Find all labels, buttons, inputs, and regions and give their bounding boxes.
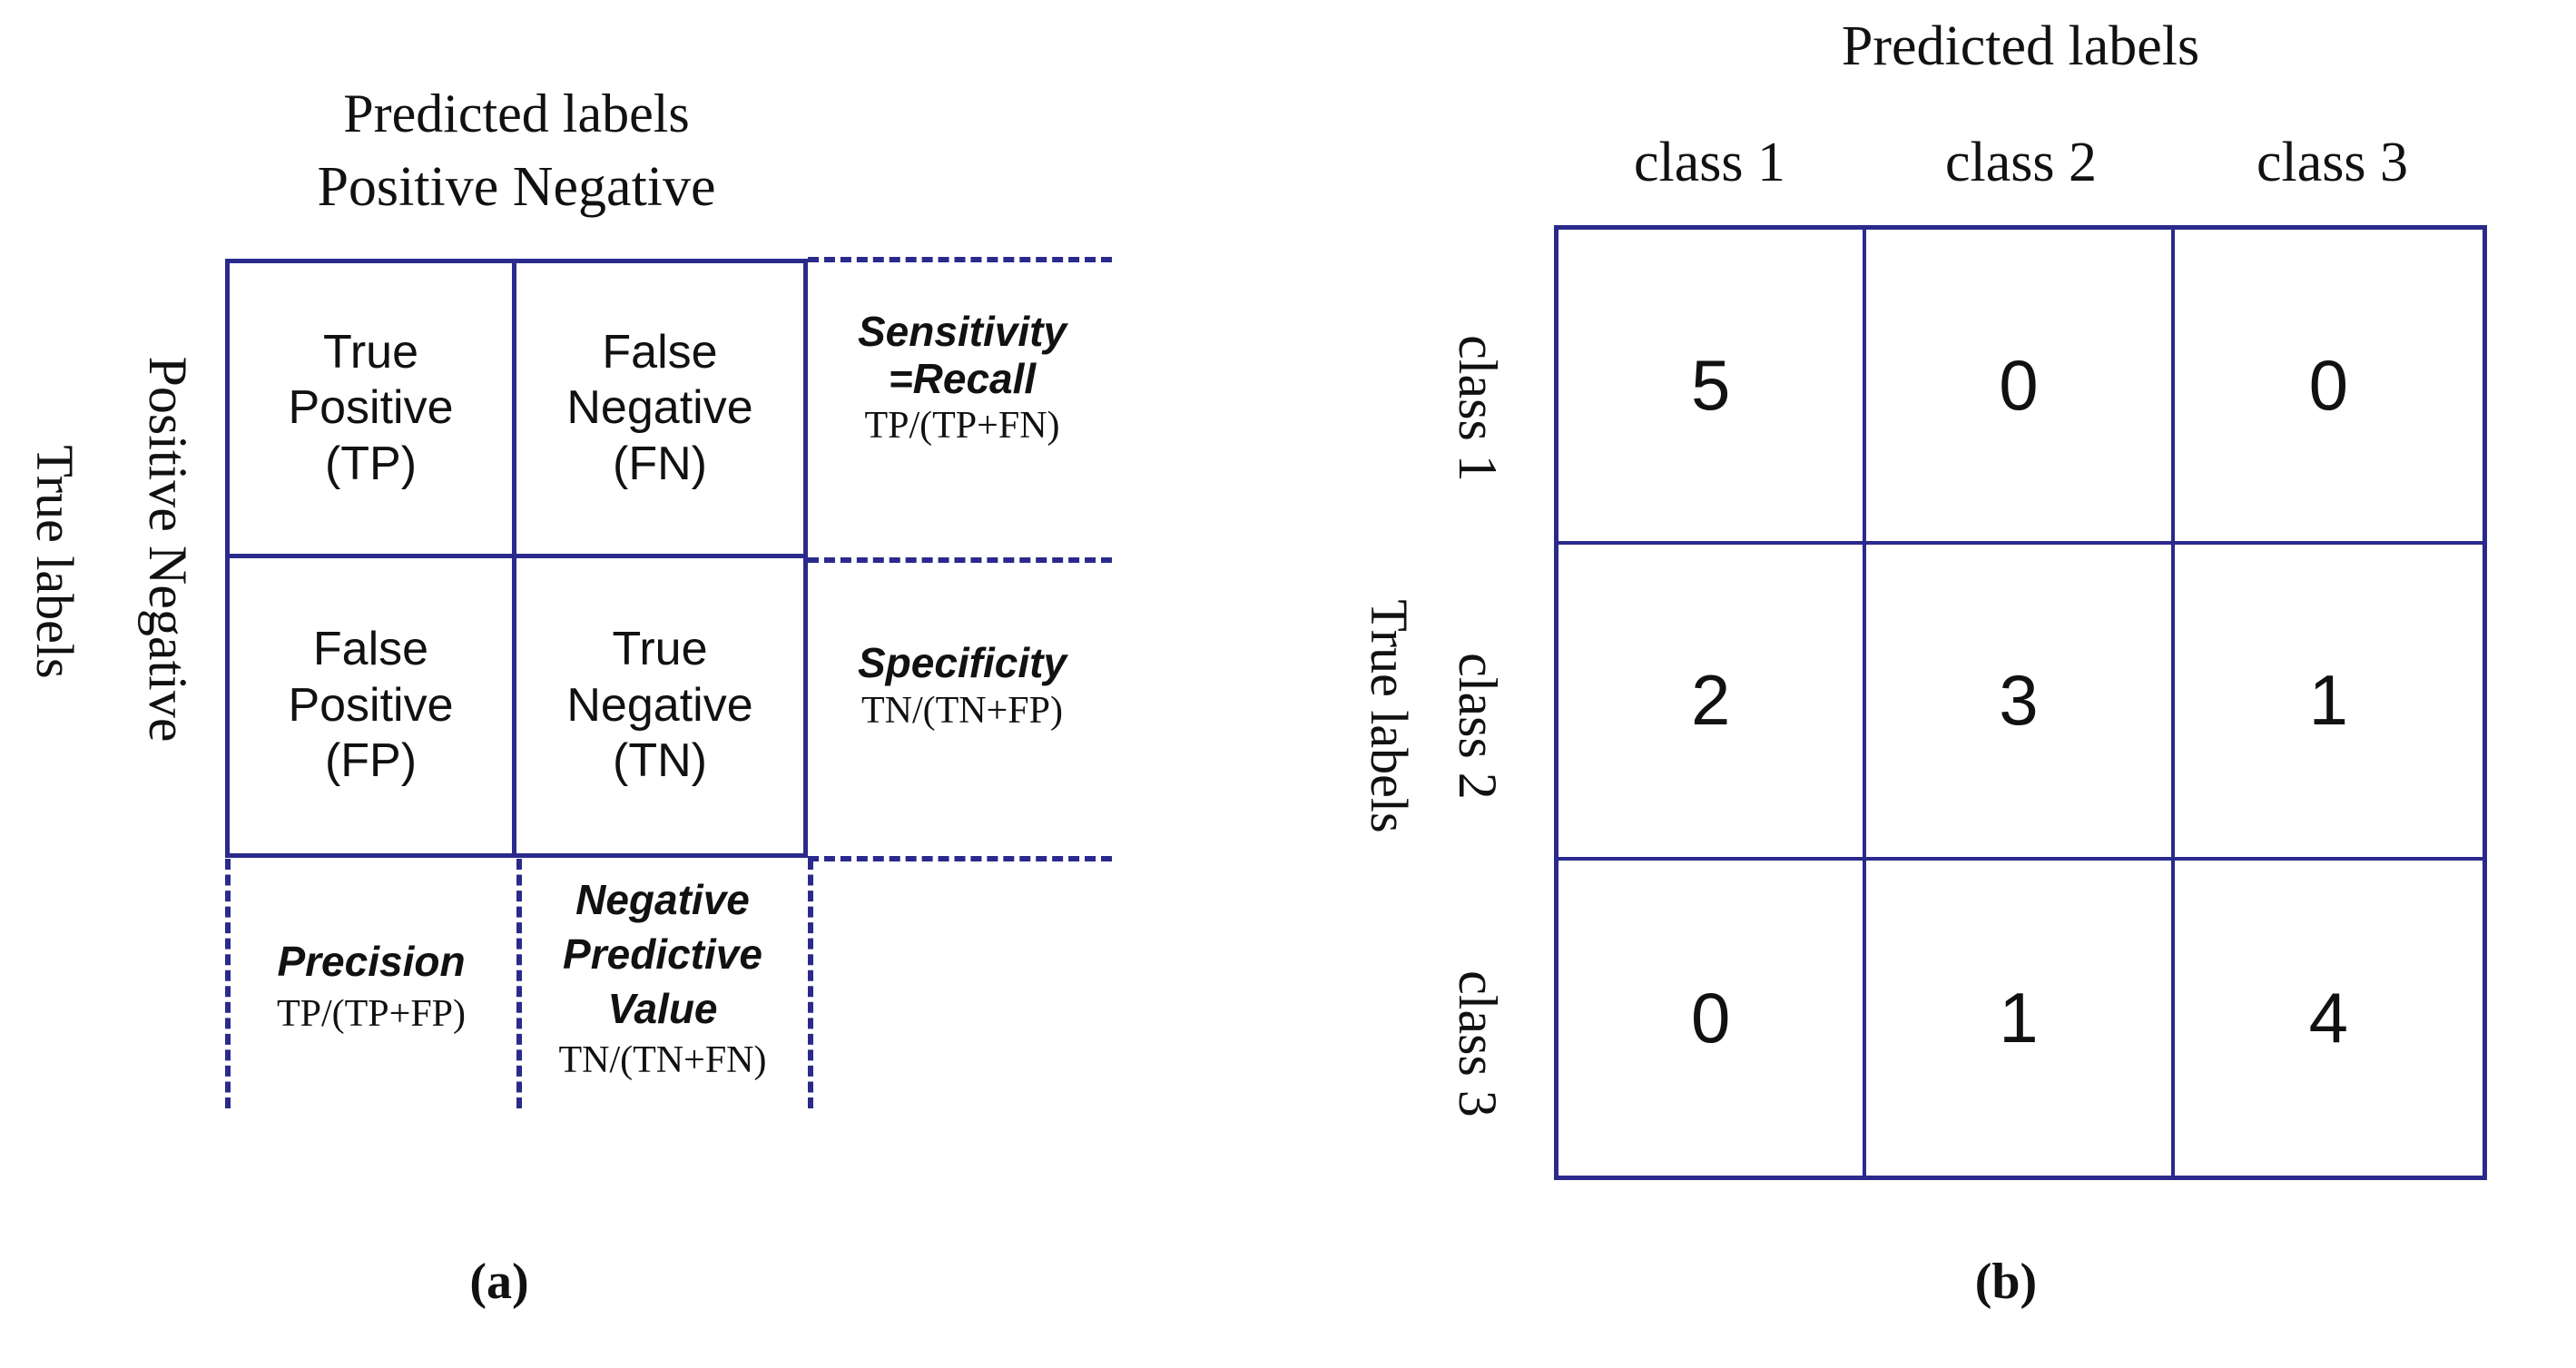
cell-line-2: Negative (566, 678, 753, 732)
panel-a-true-axis-title: True labels (25, 445, 84, 679)
cell-line-1: False (312, 623, 429, 676)
cell-line-1: True (612, 623, 708, 676)
panel-a-true-row-labels: Positive Negative (138, 356, 198, 743)
metric-name-line-2: =Recall (888, 354, 1037, 402)
panel-a-metric-sensitivity: Sensitivity =Recall TP/(TP+FN) (812, 308, 1112, 448)
panel-a-cell-fp: False Positive (FP) (230, 558, 516, 853)
panel-b-cell-r1c2: 0 (1866, 230, 2175, 546)
panel-b-column-label-class-2: class 2 (1944, 132, 2098, 193)
cell-line-3: (FP) (324, 734, 418, 788)
cell-line-3: (TN) (613, 734, 707, 788)
metric-name-line-1: Precision (277, 938, 466, 985)
metric-name-line-1: Sensitivity (857, 308, 1067, 355)
cell-line-3: (FN) (613, 437, 707, 490)
metric-name-line-3: Value (607, 984, 718, 1032)
panel-b-cell-r1c3: 0 (2174, 230, 2483, 546)
metric-formula: TP/(TP+FP) (276, 992, 467, 1035)
panel-b-row-label-class-2: class 2 (1448, 653, 1508, 800)
panel-a-cell-tp: True Positive (TP) (230, 263, 516, 558)
metric-name-line-1: Negative (575, 876, 750, 923)
panel-a-metric-negative-predictive-value: Negative Predictive Value TN/(TN+FN) (518, 873, 807, 1086)
panel-b-cell-r3c3: 4 (2308, 977, 2349, 1058)
metric-name-line-1: Specificity (857, 639, 1067, 686)
panel-a-dashed-line-left-bottom (225, 859, 231, 1108)
cell-line-2: Positive (288, 381, 454, 435)
panel-b-column-label-class-1: class 1 (1633, 132, 1786, 193)
cell-line-1: True (323, 325, 418, 379)
metric-formula: TN/(TN+FP) (860, 689, 1064, 732)
cell-line-1: False (602, 325, 718, 379)
panel-b-row-label-class-3: class 3 (1448, 970, 1508, 1117)
panel-a-dashed-line-top-right (808, 257, 1112, 262)
panel-b-row-label-class-1: class 1 (1448, 335, 1508, 482)
metric-formula: TP/(TP+FN) (864, 405, 1060, 448)
panel-b-confusion-matrix: 5 0 0 2 3 1 0 1 4 (1554, 225, 2487, 1180)
panel-a-cell-tn: True Negative (TN) (516, 558, 803, 853)
metric-name-line-2: Predictive (563, 930, 762, 978)
panel-a-predicted-column-labels: Positive Negative (317, 156, 716, 218)
cell-line-2: Positive (288, 678, 454, 732)
cell-line-2: Negative (566, 381, 753, 435)
panel-b-cell-r3c2: 1 (1866, 860, 2175, 1176)
panel-a-confusion-matrix: True Positive (TP) False Negative (FN) F… (225, 259, 808, 858)
panel-b-predicted-axis-title: Predicted labels (1841, 15, 2200, 77)
panel-a-cell-fn: False Negative (FN) (516, 263, 803, 558)
panel-b-cell-r2c2: 3 (1866, 545, 2175, 861)
panel-b-cell-r2c1: 2 (1558, 545, 1867, 861)
panel-a-dashed-line-mid-right (808, 557, 1112, 563)
panel-a-dashed-line-bottom-right (808, 856, 1112, 861)
panel-b-true-axis-title: True labels (1360, 599, 1419, 833)
panel-b-cell-r3c1: 0 (1558, 860, 1867, 1176)
panel-b-caption: (b) (1974, 1254, 2038, 1310)
panel-a-metric-precision: Precision TP/(TP+FP) (227, 935, 516, 1038)
cell-line-3: (TP) (324, 437, 418, 490)
panel-b-cell-r1c1: 5 (1558, 230, 1867, 546)
panel-a-metric-specificity: Specificity TN/(TN+FP) (812, 639, 1112, 733)
panel-a-caption: (a) (469, 1254, 529, 1310)
panel-a-dashed-line-right-bottom (808, 859, 813, 1108)
panel-b-cell-r2c3: 1 (2174, 545, 2483, 861)
panel-a-predicted-axis-title: Predicted labels (343, 84, 690, 143)
panel-b-column-label-class-3: class 3 (2256, 132, 2409, 193)
panel-a-dashed-line-mid-bottom (516, 859, 522, 1108)
metric-formula: TN/(TN+FN) (558, 1039, 767, 1082)
